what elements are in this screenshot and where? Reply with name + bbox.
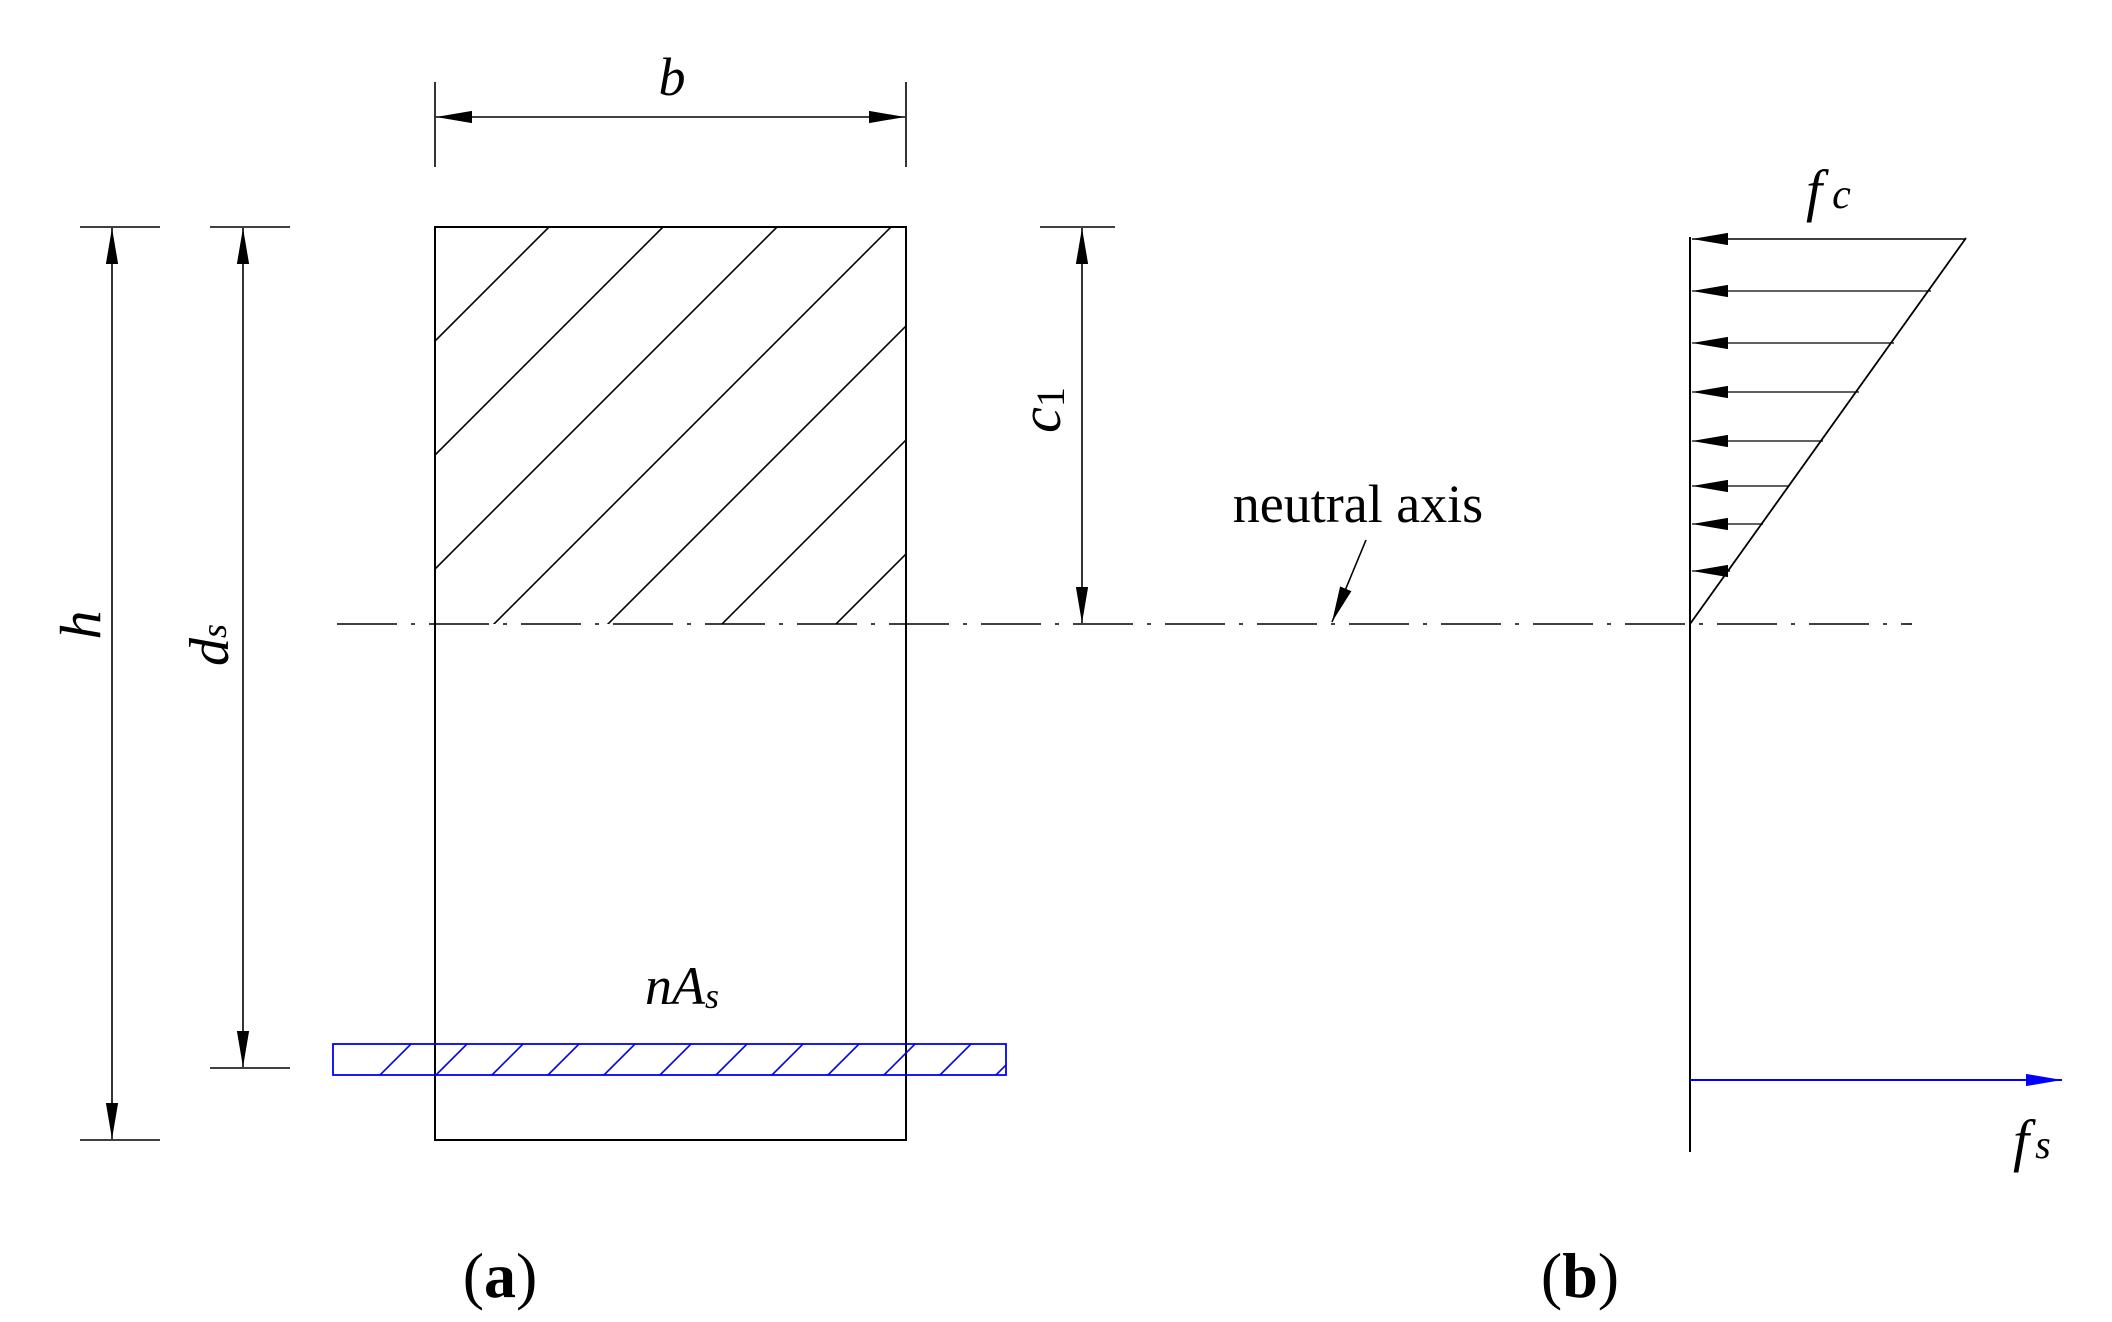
label-b: b	[659, 47, 686, 107]
neutral-axis-label: neutral axis	[1233, 474, 1483, 534]
label-nAs: nAs	[645, 956, 719, 1016]
stress-arrows	[1692, 284, 1931, 578]
dimension-b	[434, 82, 907, 167]
steel-rect	[332, 1043, 1007, 1076]
cross-section: b h ds c1 nAs	[48, 47, 1115, 1141]
dimension-ds	[210, 226, 290, 1069]
section-outline	[434, 226, 907, 1141]
label-c1: c1	[1008, 387, 1073, 433]
caption-a: (a)	[463, 1240, 538, 1311]
dimension-c1	[1040, 226, 1115, 623]
neutral-axis-leader	[1331, 539, 1367, 623]
label-ds: ds	[179, 624, 241, 666]
caption-b: (b)	[1541, 1240, 1619, 1311]
stress-triangle-hypotenuse	[1689, 237, 1967, 625]
steel-layer	[332, 1043, 1007, 1076]
dimension-h	[80, 226, 160, 1141]
neutral-axis: neutral axis	[337, 474, 1912, 625]
label-h: h	[48, 611, 113, 640]
compression-zone-hatch	[435, 227, 906, 624]
